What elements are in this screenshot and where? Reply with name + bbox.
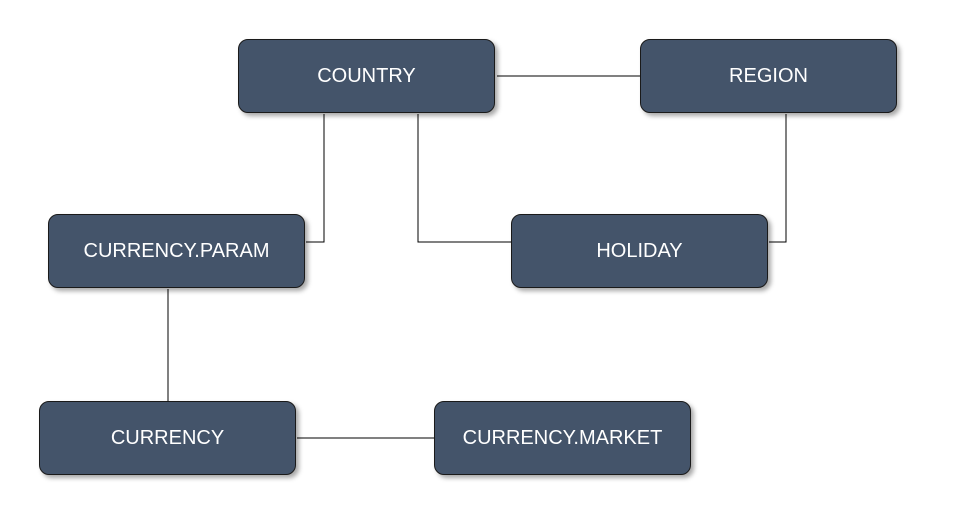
edge-country-currency-param xyxy=(306,114,325,243)
node-region[interactable]: REGION xyxy=(640,39,897,113)
node-currency-market[interactable]: CURRENCY.MARKET xyxy=(434,401,691,475)
edge-region-holiday xyxy=(769,114,787,243)
node-country[interactable]: COUNTRY xyxy=(238,39,495,113)
node-currency[interactable]: CURRENCY xyxy=(39,401,296,475)
edge-country-holiday xyxy=(417,114,511,243)
node-currency-param[interactable]: CURRENCY.PARAM xyxy=(48,214,305,288)
node-holiday[interactable]: HOLIDAY xyxy=(511,214,768,288)
